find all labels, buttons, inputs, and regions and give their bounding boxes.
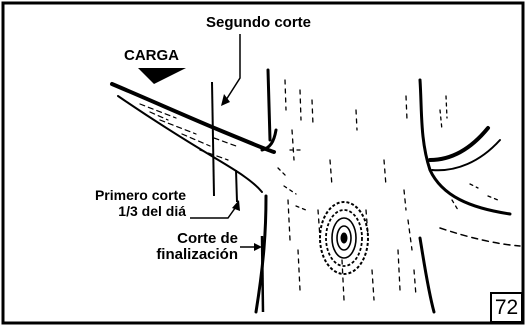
trunk [254, 68, 521, 314]
page-number: 72 [490, 292, 523, 323]
load-label: CARGA [124, 47, 179, 64]
first-cut-label-line2: 1/3 del diá [118, 203, 186, 219]
bark-texture [277, 79, 499, 301]
limb [110, 82, 276, 193]
load-arrow [138, 68, 186, 84]
second-cut-line [211, 81, 215, 197]
final-cut-arrowhead [254, 243, 262, 251]
final-cut-line [260, 235, 265, 313]
first-cut-label-line1: Primero corte [94, 187, 186, 203]
final-cut-label: Corte de finalización [112, 231, 238, 263]
first-cut-label: Primero corte 1/3 del diá [56, 187, 186, 219]
second-cut-arrowhead [221, 94, 230, 106]
second-cut-label: Segundo corte [206, 14, 312, 31]
final-cut-label-line1: Corte de [177, 230, 238, 247]
cut-lines [211, 81, 265, 313]
knot [319, 201, 369, 275]
final-cut-label-line2: finalización [156, 246, 238, 263]
first-cut-arrowhead [232, 200, 240, 211]
first-cut-line [235, 169, 238, 203]
